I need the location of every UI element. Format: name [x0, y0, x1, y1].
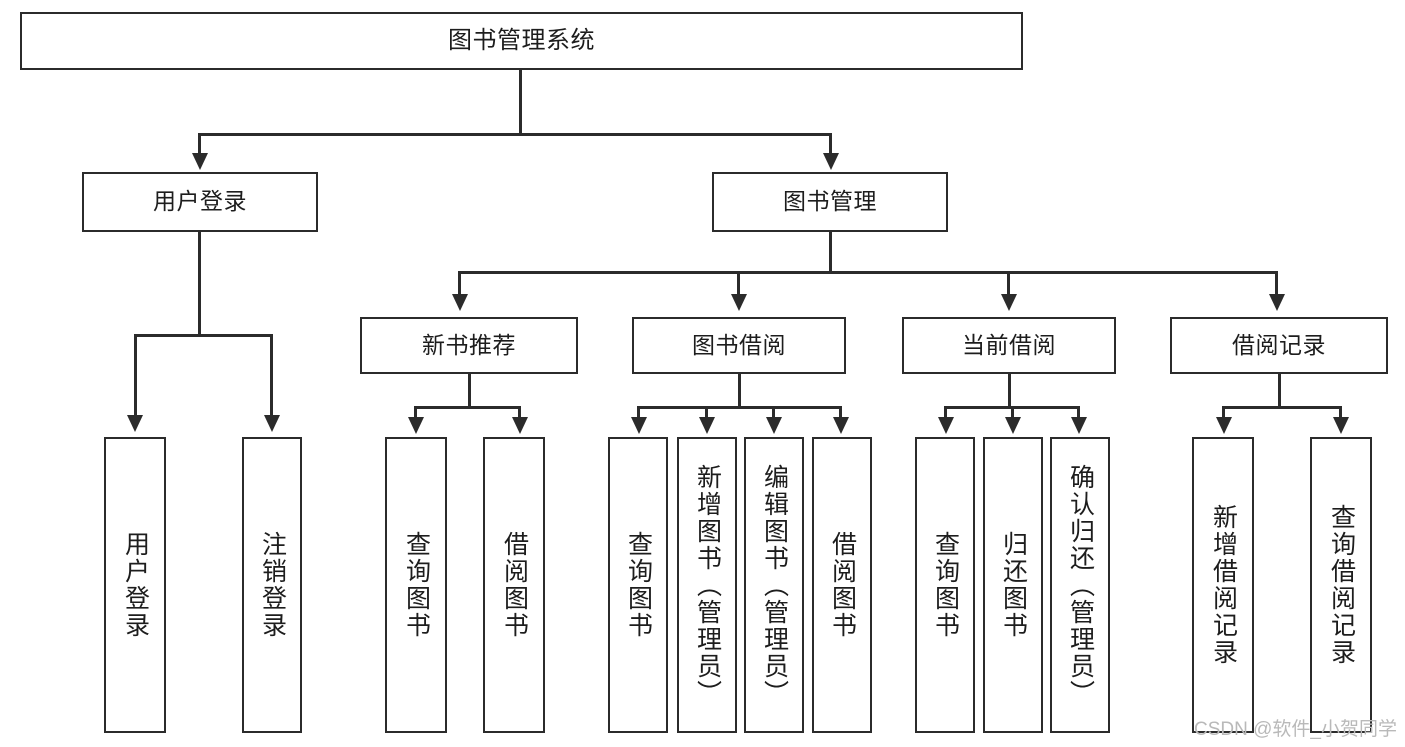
- connector-root-stem: [519, 70, 522, 135]
- node-label: 借阅记录: [1232, 331, 1326, 358]
- node-label: 借阅图书: [828, 531, 857, 639]
- arrowhead-to-leaf-return-book: [1005, 417, 1021, 434]
- connector-book-manage-to-borrow-record: [1275, 271, 1278, 297]
- node-leaf-add-record[interactable]: 新增借阅记录: [1192, 437, 1254, 733]
- connector-book-borrow-stem: [738, 374, 741, 408]
- arrowhead-to-leaf-confirm-return: [1071, 417, 1087, 434]
- arrowhead-to-leaf-logout: [264, 415, 280, 432]
- arrowhead-to-book-borrow: [731, 294, 747, 311]
- node-label: 图书管理系统: [448, 26, 595, 54]
- connector-new-book-to-leaf-2: [518, 406, 521, 420]
- node-label: 查询图书: [931, 531, 960, 639]
- connector-new-book-stem: [468, 374, 471, 408]
- arrowhead-to-current-borrow: [1001, 294, 1017, 311]
- arrowhead-to-leaf-query-record: [1333, 417, 1349, 434]
- connector-book-borrow-to-leaf-1: [637, 406, 640, 420]
- connector-borrow-record-to-leaf-2: [1339, 406, 1342, 420]
- connector-new-book-to-leaf-1: [414, 406, 417, 420]
- connector-current-borrow-stem: [1008, 374, 1011, 408]
- node-leaf-query-book-3[interactable]: 查询图书: [915, 437, 975, 733]
- node-leaf-return-book[interactable]: 归还图书: [983, 437, 1043, 733]
- arrowhead-to-leaf-query-book-2: [631, 417, 647, 434]
- node-label: 新增图书（管理员）: [693, 463, 722, 707]
- node-label: 图书借阅: [692, 331, 786, 358]
- arrowhead-to-leaf-add-record: [1216, 417, 1232, 434]
- arrowhead-to-leaf-edit-book: [766, 417, 782, 434]
- node-leaf-edit-book[interactable]: 编辑图书（管理员）: [744, 437, 804, 733]
- arrowhead-to-leaf-user-login: [127, 415, 143, 432]
- connector-book-manage-bus: [458, 271, 1278, 274]
- node-leaf-add-book[interactable]: 新增图书（管理员）: [677, 437, 737, 733]
- node-label: 当前借阅: [962, 331, 1056, 358]
- arrowhead-to-leaf-query-book-3: [938, 417, 954, 434]
- connector-user-login-bus: [134, 334, 270, 337]
- arrowhead-to-leaf-borrow-book-1: [512, 417, 528, 434]
- node-leaf-query-book-1[interactable]: 查询图书: [385, 437, 447, 733]
- arrowhead-to-leaf-add-book: [699, 417, 715, 434]
- connector-book-manage-to-new-book: [458, 271, 461, 297]
- connector-book-borrow-bus: [637, 406, 842, 409]
- arrowhead-to-user-login: [192, 153, 208, 170]
- node-label: 用户登录: [121, 531, 150, 639]
- node-root-system[interactable]: 图书管理系统: [20, 12, 1023, 70]
- connector-current-borrow-to-leaf-3: [1077, 406, 1080, 420]
- node-leaf-query-book-2[interactable]: 查询图书: [608, 437, 668, 733]
- connector-user-login-to-leaf-2: [270, 334, 273, 418]
- csdn-watermark: CSDN @软件_小贺同学: [1194, 719, 1397, 740]
- node-leaf-logout[interactable]: 注销登录: [242, 437, 302, 733]
- node-label: 新书推荐: [422, 331, 516, 358]
- node-label: 编辑图书（管理员）: [760, 463, 789, 707]
- node-label: 查询借阅记录: [1327, 504, 1356, 666]
- arrowhead-to-book-manage: [823, 153, 839, 170]
- node-user-login[interactable]: 用户登录: [82, 172, 318, 232]
- node-label: 查询图书: [402, 531, 431, 639]
- connector-current-borrow-to-leaf-2: [1011, 406, 1014, 420]
- node-label: 新增借阅记录: [1209, 504, 1238, 666]
- arrowhead-to-new-book-recommend: [452, 294, 468, 311]
- node-current-borrow[interactable]: 当前借阅: [902, 317, 1116, 374]
- node-label: 注销登录: [258, 531, 287, 639]
- node-label: 图书管理: [783, 188, 877, 215]
- connector-current-borrow-to-leaf-1: [944, 406, 947, 420]
- connector-book-manage-stem: [829, 232, 832, 274]
- arrowhead-to-leaf-query-book-1: [408, 417, 424, 434]
- arrowhead-to-leaf-borrow-book-2: [833, 417, 849, 434]
- node-leaf-user-login[interactable]: 用户登录: [104, 437, 166, 733]
- connector-user-login-to-leaf-1: [134, 334, 137, 418]
- connector-book-manage-to-book-borrow: [737, 271, 740, 297]
- node-leaf-confirm-return[interactable]: 确认归还（管理员）: [1050, 437, 1110, 733]
- connector-user-login-stem: [198, 232, 201, 337]
- connector-root-to-book-manage: [829, 133, 832, 157]
- node-book-manage[interactable]: 图书管理: [712, 172, 948, 232]
- connector-root-bus: [198, 133, 832, 136]
- connector-book-manage-to-current-borrow: [1007, 271, 1010, 297]
- connector-borrow-record-stem: [1278, 374, 1281, 408]
- node-label: 归还图书: [999, 531, 1028, 639]
- connector-book-borrow-to-leaf-2: [705, 406, 708, 420]
- connector-borrow-record-bus: [1222, 406, 1342, 409]
- node-new-book-recommend[interactable]: 新书推荐: [360, 317, 578, 374]
- node-leaf-query-record[interactable]: 查询借阅记录: [1310, 437, 1372, 733]
- node-leaf-borrow-book-1[interactable]: 借阅图书: [483, 437, 545, 733]
- node-label: 借阅图书: [500, 531, 529, 639]
- node-label: 用户登录: [153, 188, 247, 215]
- node-leaf-borrow-book-2[interactable]: 借阅图书: [812, 437, 872, 733]
- node-borrow-record[interactable]: 借阅记录: [1170, 317, 1388, 374]
- connector-book-borrow-to-leaf-3: [772, 406, 775, 420]
- connector-root-to-user-login: [198, 133, 201, 157]
- connector-book-borrow-to-leaf-4: [839, 406, 842, 420]
- arrowhead-to-borrow-record: [1269, 294, 1285, 311]
- connector-borrow-record-to-leaf-1: [1222, 406, 1225, 420]
- node-label: 确认归还（管理员）: [1066, 463, 1095, 707]
- connector-new-book-bus: [414, 406, 521, 409]
- node-label: 查询图书: [624, 531, 653, 639]
- node-book-borrow[interactable]: 图书借阅: [632, 317, 846, 374]
